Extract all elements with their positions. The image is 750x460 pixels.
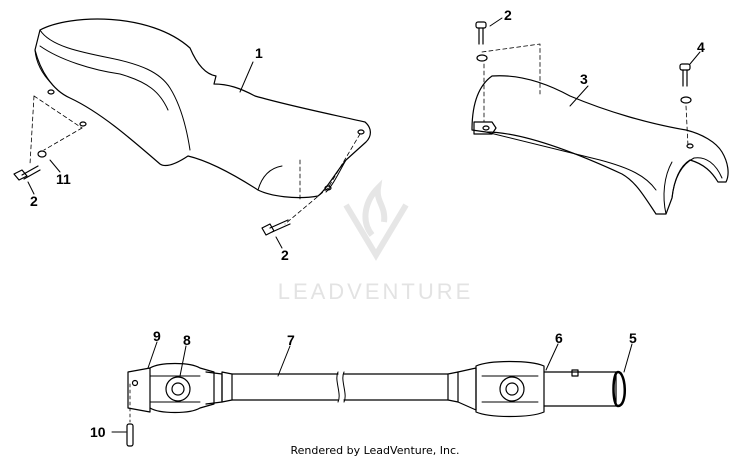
screw-4-shape [679, 63, 692, 104]
callout-screw-2-left: 2 [30, 193, 38, 209]
callout-screw-2-upper: 2 [504, 7, 512, 23]
seat-1-shape [34, 18, 371, 199]
seat-3-shape [471, 75, 729, 215]
footer-credit: Rendered by LeadVenture, Inc. [290, 444, 460, 457]
pin-10-shape [126, 423, 134, 447]
callout-shaft-7: 7 [287, 332, 295, 348]
callout-cap-5: 5 [629, 330, 637, 346]
watermark-text: LEADVENTURE [277, 279, 474, 304]
callout-washer-11: 11 [56, 171, 71, 187]
screw-2-left-shape [13, 165, 41, 181]
callout-pin-10: 10 [90, 424, 106, 440]
shaft-7-shape [221, 371, 459, 403]
joint-6-shape [457, 360, 617, 418]
washer-11-shape [37, 150, 47, 158]
callout-joint-6: 6 [555, 330, 563, 346]
screw-2-bottom-shape [261, 219, 291, 236]
cap-5-shape [612, 370, 626, 408]
callout-seat-3: 3 [580, 71, 588, 87]
yoke-9-shape [127, 362, 223, 414]
callout-bearing-8: 8 [183, 332, 191, 348]
callout-screw-2-bottom: 2 [281, 247, 289, 263]
callout-yoke-9: 9 [153, 328, 161, 344]
callout-screw-4: 4 [697, 39, 705, 55]
bearing-8-shape [165, 376, 191, 402]
callout-seat-1: 1 [255, 45, 263, 61]
screw-2-upper-right-shape [475, 21, 488, 62]
